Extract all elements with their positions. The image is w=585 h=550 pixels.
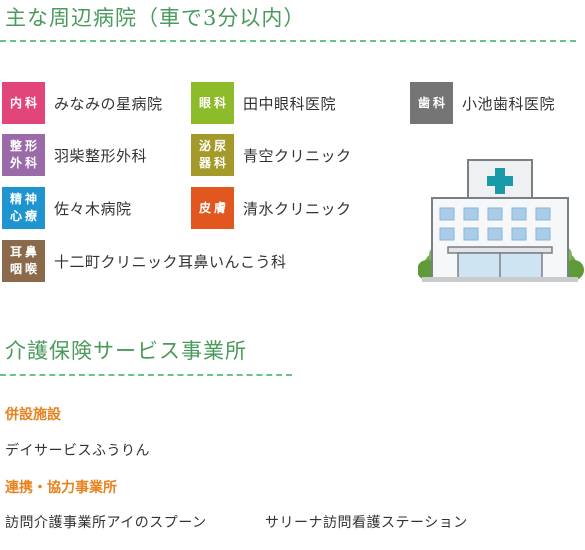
department-badge: 眼科 bbox=[191, 82, 234, 124]
hospital-building-icon bbox=[418, 159, 584, 282]
department-label: 歯科 bbox=[417, 95, 448, 110]
facility-name: デイサービスふうりん bbox=[5, 443, 150, 459]
hospital-item: 泌尿器科 青空クリニック bbox=[191, 134, 352, 176]
department-label: 眼科 bbox=[198, 95, 229, 110]
divider bbox=[0, 40, 576, 42]
hospital-item: 内科 みなみの星病院 bbox=[2, 82, 163, 124]
hospital-name: 清水クリニック bbox=[243, 199, 352, 218]
department-badge: 皮膚 bbox=[191, 187, 234, 229]
hospital-name: みなみの星病院 bbox=[54, 94, 163, 113]
department-label-line2: 器科 bbox=[198, 156, 229, 170]
hospital-name: 佐々木病院 bbox=[54, 199, 132, 218]
hospital-name: 青空クリニック bbox=[243, 146, 352, 165]
department-label-line2: 心療 bbox=[9, 209, 40, 223]
department-label-line2: 咽喉 bbox=[9, 262, 40, 276]
department-label: 内科 bbox=[9, 95, 40, 110]
medical-cross bbox=[487, 168, 513, 194]
department-badge: 整形外科 bbox=[2, 134, 45, 176]
hospital-item: 耳鼻咽喉 十二町クリニック耳鼻いんこう科 bbox=[2, 240, 287, 282]
hospital-name: 小池歯科医院 bbox=[462, 94, 556, 113]
ground bbox=[422, 277, 578, 282]
department-badge: 耳鼻咽喉 bbox=[2, 240, 45, 282]
subheading-partner: 連携・協力事業所 bbox=[5, 480, 117, 496]
hospital-item: 眼科 田中眼科医院 bbox=[191, 82, 336, 124]
hospital-name: 田中眼科医院 bbox=[243, 94, 337, 113]
hospital-name: 十二町クリニック耳鼻いんこう科 bbox=[54, 252, 287, 271]
department-label: 皮膚 bbox=[198, 200, 229, 215]
department-label: 耳鼻咽喉 bbox=[10, 244, 40, 278]
department-badge: 泌尿器科 bbox=[191, 134, 234, 176]
hospital-item: 整形外科 羽柴整形外科 bbox=[2, 134, 147, 176]
section-title-care-services: 介護保険サービス事業所 bbox=[5, 339, 247, 363]
hospital-name: 羽柴整形外科 bbox=[54, 146, 148, 165]
department-label: 泌尿器科 bbox=[199, 138, 229, 172]
facility-name: サリーナ訪問看護ステーション bbox=[265, 515, 468, 531]
department-label-line1: 精神 bbox=[9, 192, 40, 206]
windows bbox=[439, 207, 551, 241]
section-title-hospitals: 主な周辺病院（車で3分以内） bbox=[5, 6, 306, 30]
department-label-line1: 整形 bbox=[9, 139, 40, 153]
department-label: 整形外科 bbox=[10, 138, 40, 172]
department-badge: 精神心療 bbox=[2, 187, 45, 229]
department-badge: 歯科 bbox=[410, 82, 453, 124]
facility-name: 訪問介護事業所アイのスプーン bbox=[5, 515, 207, 531]
entrance-canopy bbox=[447, 246, 553, 254]
department-label-line2: 外科 bbox=[9, 156, 40, 170]
hospital-item: 皮膚 清水クリニック bbox=[191, 187, 352, 229]
department-label-line1: 泌尿 bbox=[198, 139, 229, 153]
hospital-item: 精神心療 佐々木病院 bbox=[2, 187, 132, 229]
hospital-item: 歯科 小池歯科医院 bbox=[410, 82, 555, 124]
department-label: 精神心療 bbox=[10, 191, 40, 225]
subheading-adjacent: 併設施設 bbox=[5, 407, 61, 423]
department-badge: 内科 bbox=[2, 82, 45, 124]
divider bbox=[0, 374, 292, 376]
department-label-line1: 耳鼻 bbox=[9, 245, 40, 259]
